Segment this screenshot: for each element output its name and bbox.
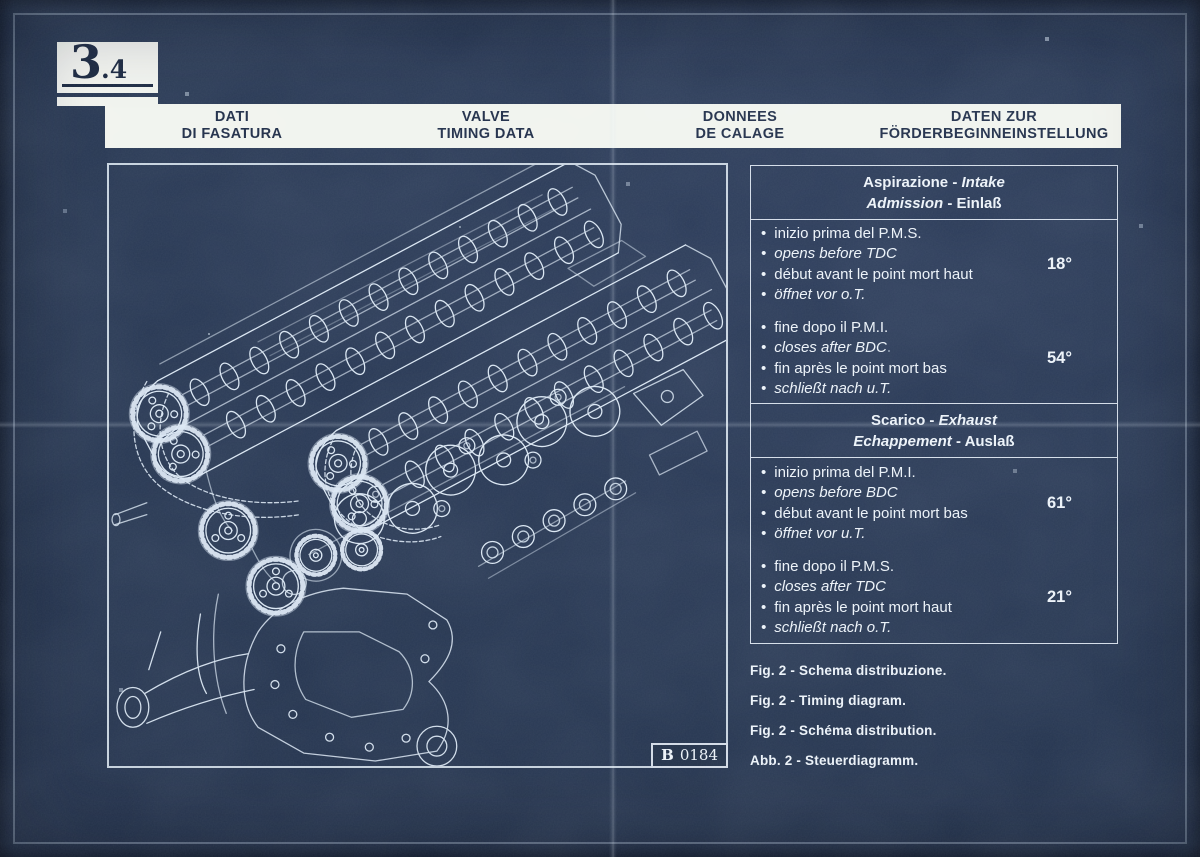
title-left: Scarico — [871, 411, 926, 429]
row-descriptions: •fine dopo il P.M.S. •closes after TDC •… — [761, 557, 1047, 639]
row-descriptions: •fine dopo il P.M.I. •closes after BDC •… — [761, 318, 1047, 400]
bullet-glyph: • — [761, 359, 767, 377]
title-separator: - — [943, 194, 957, 212]
title-separator: - — [951, 432, 965, 450]
title-right: Einlaß — [956, 194, 1002, 212]
section-title-line: Scarico - Exhaust — [751, 410, 1117, 431]
bullet-glyph: • — [761, 504, 767, 522]
header-line: TIMING DATA — [437, 126, 535, 142]
intake-section-header: Aspirazione - Intake Admission - Einlaß — [751, 166, 1117, 220]
section-title-line: Echappement - Auslaß — [751, 431, 1117, 452]
description-line: •fine dopo il P.M.I. — [761, 318, 1047, 339]
intake-opens-row: •inizio prima del P.M.S. •opens before T… — [761, 224, 1107, 306]
table-section-exhaust: Scarico - Exhaust Echappement - Auslaß •… — [751, 404, 1117, 643]
drawing-ref-label: B 0184 — [651, 743, 728, 768]
header-line: VALVE — [461, 109, 511, 125]
timing-data-table: Aspirazione - Intake Admission - Einlaß … — [750, 165, 1118, 644]
bullet-glyph: • — [761, 318, 767, 336]
header-line: DE CALAGE — [695, 126, 785, 142]
table-section-intake: Aspirazione - Intake Admission - Einlaß … — [751, 166, 1117, 404]
exhaust-section-header: Scarico - Exhaust Echappement - Auslaß — [751, 404, 1117, 458]
header-column-german: DATEN ZUR FÖRDERBEGINNEINSTELLUNG — [867, 104, 1121, 148]
bullet-glyph: • — [761, 380, 767, 397]
intake-section-body: •inizio prima del P.M.S. •opens before T… — [751, 220, 1117, 404]
figure-caption-english: Fig. 2 - Timing diagram. — [750, 693, 907, 708]
description-line: •inizio prima del P.M.I. — [761, 463, 1047, 484]
bullet-glyph: • — [761, 619, 767, 636]
timing-value: 21° — [1047, 588, 1072, 606]
timing-value: 18° — [1047, 255, 1072, 273]
header-band: DATI DI FASATURA VALVE TIMING DATA DONNE… — [105, 104, 1121, 148]
figure-caption-german: Abb. 2 - Steuerdiagramm. — [750, 753, 919, 768]
section-title-line: Admission - Einlaß — [751, 193, 1117, 214]
description-line: •schließt nach o.T. — [761, 618, 1047, 639]
description-line: •öffnet vor u.T. — [761, 524, 1047, 545]
intake-closes-row: •fine dopo il P.M.I. •closes after BDC •… — [761, 318, 1107, 400]
drawing-ref-number: 0184 — [679, 746, 718, 764]
exhaust-closes-row: •fine dopo il P.M.S. •closes after TDC •… — [761, 557, 1107, 639]
section-number-rule — [62, 84, 153, 87]
bullet-glyph: • — [761, 265, 767, 283]
section-number: 3 — [70, 35, 102, 89]
description-line: •début avant le point mort haut — [761, 265, 1047, 286]
exhaust-section-body: •inizio prima del P.M.I. •opens before B… — [751, 458, 1117, 643]
bullet-glyph: • — [761, 224, 767, 242]
engine-line-art — [111, 165, 726, 766]
bullet-glyph: • — [761, 339, 767, 356]
section-number-suffix: .4 — [101, 55, 128, 84]
description-line: •opens before TDC — [761, 244, 1047, 265]
row-descriptions: •inizio prima del P.M.I. •opens before B… — [761, 463, 1047, 545]
section-title-line: Aspirazione - Intake — [751, 172, 1117, 193]
description-line: •fin après le point mort haut — [761, 598, 1047, 619]
description-line: •fine dopo il P.M.S. — [761, 557, 1047, 578]
bullet-glyph: • — [761, 525, 767, 542]
engine-drawing-panel: B 0184 — [107, 163, 728, 768]
description-line: •öffnet vor o.T. — [761, 285, 1047, 306]
description-line: •inizio prima del P.M.S. — [761, 224, 1047, 245]
bullet-glyph: • — [761, 463, 767, 481]
header-line: DATI — [214, 109, 250, 125]
description-line: •opens before BDC — [761, 483, 1047, 504]
title-right: Intake — [961, 173, 1005, 191]
title-left: Admission — [866, 194, 944, 212]
header-line: FÖRDERBEGINNEINSTELLUNG — [879, 126, 1109, 142]
bullet-glyph: • — [761, 484, 767, 501]
dust-specks — [0, 0, 2, 2]
figure-caption-italian: Fig. 2 - Schema distribuzione. — [750, 663, 947, 678]
description-line: •closes after TDC — [761, 577, 1047, 598]
timing-value: 61° — [1047, 494, 1072, 512]
title-separator: - — [925, 411, 939, 429]
section-number-box: 3 .4 — [57, 35, 158, 93]
bullet-glyph: • — [761, 557, 767, 575]
timing-value: 54° — [1047, 349, 1072, 367]
bullet-glyph: • — [761, 286, 767, 303]
title-separator: - — [948, 173, 962, 191]
bullet-glyph: • — [761, 578, 767, 595]
title-right: Exhaust — [938, 411, 997, 429]
bullet-glyph: • — [761, 245, 767, 262]
title-left: Echappement — [853, 432, 952, 450]
header-line: DATEN ZUR — [950, 109, 1038, 125]
figure-captions: Fig. 2 - Schema distribuzione. Fig. 2 - … — [750, 664, 947, 784]
header-line: DONNEES — [702, 109, 778, 125]
exhaust-opens-row: •inizio prima del P.M.I. •opens before B… — [761, 463, 1107, 545]
header-column-english: VALVE TIMING DATA — [359, 104, 613, 148]
drawing-ref-prefix: B — [661, 746, 674, 764]
description-line: •fin après le point mort bas — [761, 359, 1047, 380]
figure-caption-french: Fig. 2 - Schéma distribution. — [750, 723, 937, 738]
description-line: •closes after BDC — [761, 338, 1047, 359]
title-left: Aspirazione — [863, 173, 949, 191]
description-line: •schließt nach u.T. — [761, 379, 1047, 400]
row-descriptions: •inizio prima del P.M.S. •opens before T… — [761, 224, 1047, 306]
header-column-italian: DATI DI FASATURA — [105, 104, 359, 148]
bullet-glyph: • — [761, 598, 767, 616]
description-line: •début avant le point mort bas — [761, 504, 1047, 525]
header-column-french: DONNEES DE CALAGE — [613, 104, 867, 148]
header-line: DI FASATURA — [181, 126, 283, 142]
title-right: Auslaß — [964, 432, 1015, 450]
